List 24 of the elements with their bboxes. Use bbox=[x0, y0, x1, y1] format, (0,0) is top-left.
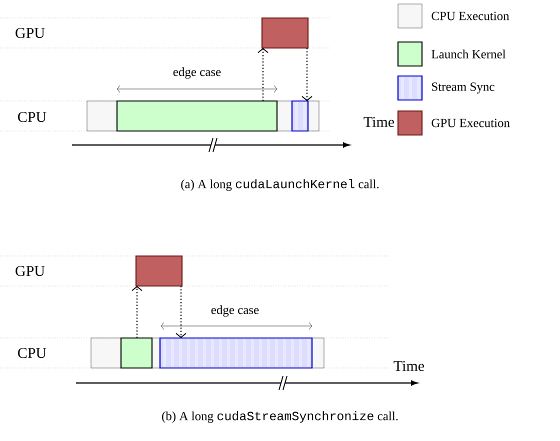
arrow bbox=[258, 48, 268, 101]
lane-label: CPU bbox=[18, 112, 46, 122]
caption: (b) A long cudaStreamSynchronize call. bbox=[162, 411, 398, 423]
lane-label: GPU bbox=[16, 28, 45, 38]
axis-label: Time bbox=[394, 360, 424, 372]
legend-label: CPU Execution bbox=[432, 12, 510, 20]
dimension-label: edge case bbox=[173, 67, 221, 79]
gpu-execution-box bbox=[135, 255, 183, 287]
sync-box bbox=[291, 100, 309, 132]
arrow bbox=[302, 48, 312, 101]
lane-label: CPU bbox=[18, 348, 46, 358]
axis-label: Time bbox=[364, 116, 394, 128]
dimension-label: edge case bbox=[211, 305, 259, 317]
gpu-execution-box bbox=[261, 17, 309, 49]
sync-box bbox=[159, 337, 313, 369]
arrow bbox=[176, 286, 186, 338]
arrow bbox=[132, 286, 142, 338]
kernel-launch-box bbox=[120, 337, 153, 369]
legend-label: GPU Execution bbox=[432, 118, 510, 128]
legend-label: Launch Kernel bbox=[432, 50, 506, 58]
kernel-launch-box bbox=[116, 100, 278, 132]
lane-label: GPU bbox=[16, 266, 45, 276]
legend-label: Stream Sync bbox=[432, 82, 494, 94]
caption: (a) A long cudaLaunchKernel call. bbox=[181, 179, 379, 191]
